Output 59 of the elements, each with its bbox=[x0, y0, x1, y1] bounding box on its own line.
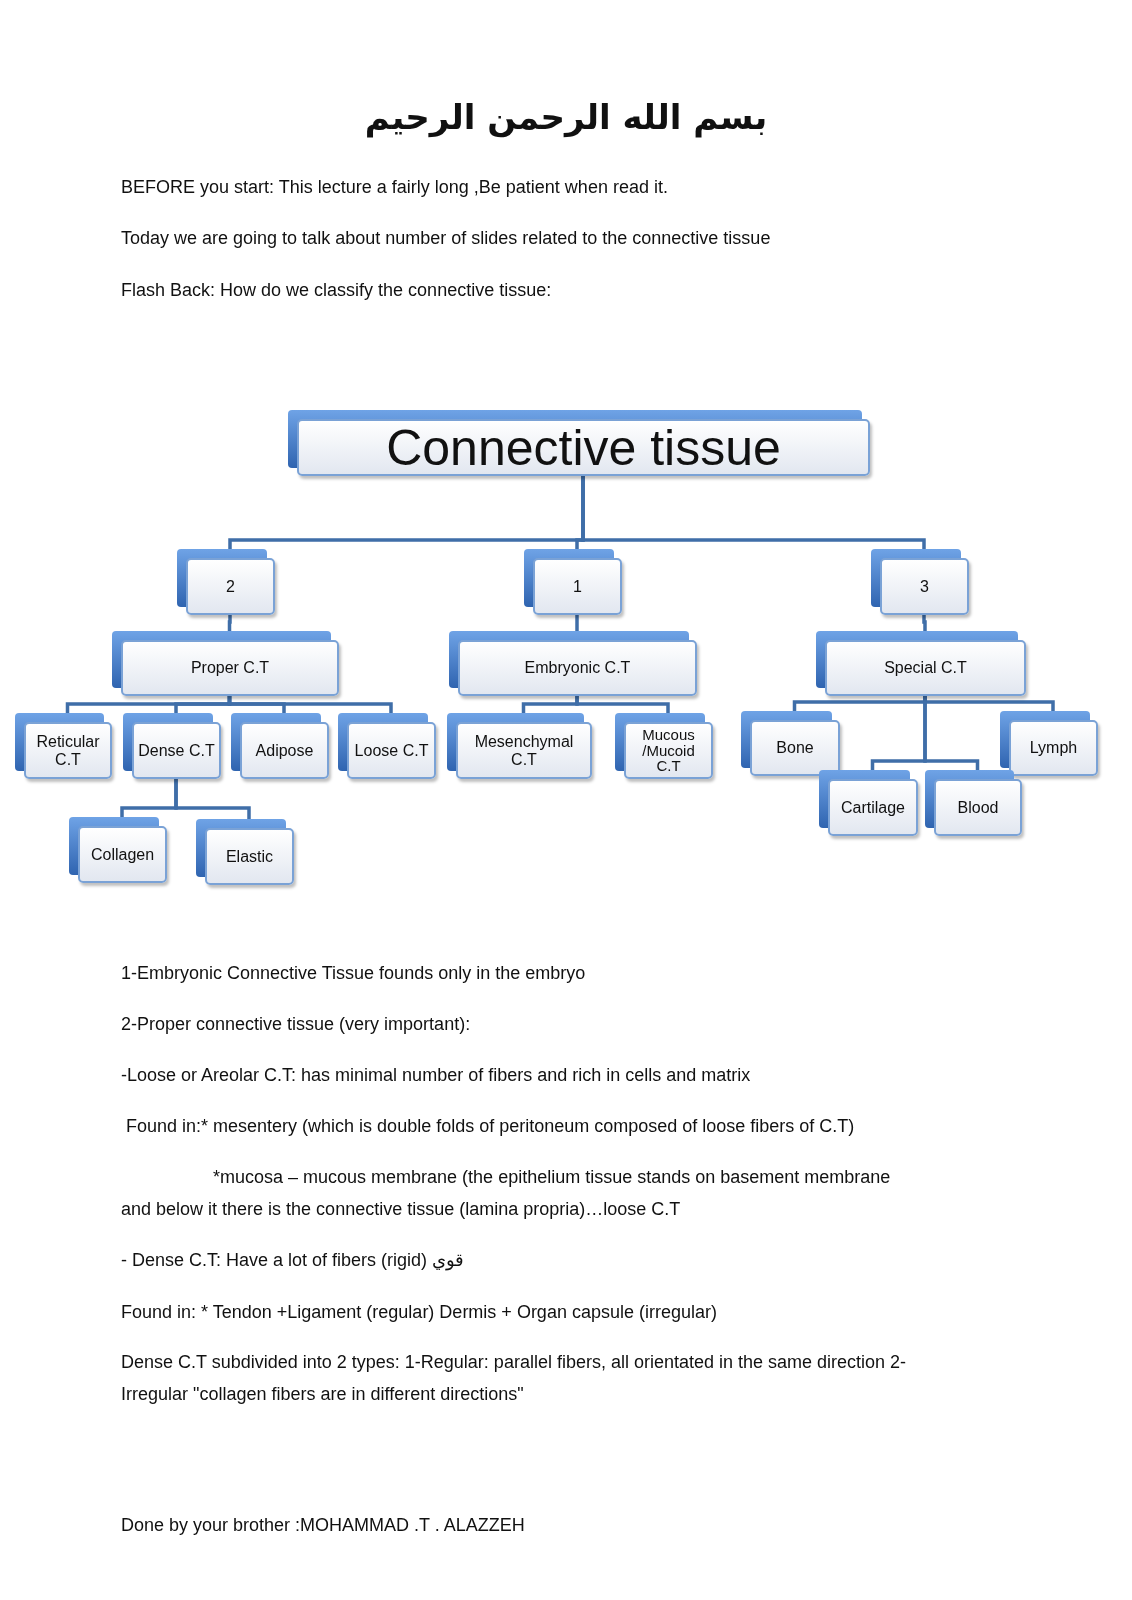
connector-line bbox=[227, 696, 393, 713]
node-label: Mucous /Mucoid C.T bbox=[641, 726, 696, 775]
node-box bbox=[288, 410, 870, 476]
connector-line bbox=[575, 696, 670, 713]
node-box bbox=[338, 713, 436, 779]
body-text: Today we are going to talk about number of slides related to the connective tissue bbox=[121, 227, 772, 250]
node-label: 1 bbox=[573, 577, 582, 596]
node-box bbox=[112, 631, 339, 696]
connector-line bbox=[581, 476, 926, 549]
node-label: Adipose bbox=[255, 741, 314, 760]
node-box bbox=[123, 713, 221, 779]
node-label: Cartilage bbox=[841, 798, 905, 817]
connector-line bbox=[227, 615, 232, 631]
node-label: Reticular C.T bbox=[35, 732, 101, 769]
body-text: -Loose or Areolar C.T: has minimal number of fibers and rich in cells and matrix bbox=[121, 1064, 752, 1087]
node-label: 2 bbox=[226, 577, 235, 596]
body-text: - Dense C.T: Have a lot of fibers (rigid) قوي bbox=[121, 1249, 466, 1273]
body-text: BEFORE you start: This lecture a fairly long ,Be patient when read it. bbox=[121, 176, 669, 199]
connector-line bbox=[174, 779, 251, 819]
node-box bbox=[69, 817, 167, 883]
node-box bbox=[925, 770, 1022, 836]
node-box bbox=[1000, 711, 1098, 776]
node-label: Mesenchymal C.T bbox=[473, 732, 575, 769]
node-box bbox=[871, 549, 969, 615]
body-text: Flash Back: How do we classify the connective tissue: bbox=[121, 279, 553, 302]
node-label: Dense C.T bbox=[138, 741, 215, 760]
node-box bbox=[231, 713, 329, 779]
body-text: 2-Proper connective tissue (very important): bbox=[121, 1013, 472, 1036]
node-label: Special C.T bbox=[884, 659, 967, 677]
node-label: 3 bbox=[920, 577, 929, 596]
body-text: *mucosa – mucous membrane (the epithelium tissue stands on basement membrane and below it there is the connective tissue (lamina propria)…loose C.T bbox=[121, 1166, 892, 1221]
node-box bbox=[196, 819, 294, 885]
node-box bbox=[177, 549, 275, 615]
node-label: Connective tissue bbox=[386, 422, 781, 473]
node-label: Blood bbox=[957, 798, 999, 817]
node-box bbox=[449, 631, 697, 696]
node-label: Bone bbox=[776, 739, 814, 757]
node-box bbox=[816, 631, 1026, 696]
body-text: Found in: * Tendon +Ligament (regular) Dermis + Organ capsule (irregular) bbox=[121, 1301, 718, 1324]
node-box bbox=[15, 713, 112, 779]
connector-line bbox=[575, 615, 579, 631]
connector-line bbox=[922, 615, 927, 631]
node-box bbox=[524, 549, 622, 615]
node-label: Embryonic C.T bbox=[524, 659, 631, 677]
body-text: Found in:* mesentery (which is double folds of peritoneum composed of loose fibers of C.T) bbox=[126, 1115, 856, 1138]
node-label: Proper C.T bbox=[190, 659, 270, 677]
body-text: Dense C.T subdivided into 2 types: 1-Regular: parallel fibers, all orientated in the same direction 2-Irregular "collagen fibers are in different directions" bbox=[121, 1351, 908, 1406]
node-label: Lymph bbox=[1029, 739, 1078, 757]
body-text: 1-Embryonic Connective Tissue founds only in the embryo bbox=[121, 962, 587, 985]
node-box bbox=[819, 770, 918, 836]
node-box bbox=[741, 711, 840, 776]
node-box bbox=[615, 713, 713, 779]
connector-line bbox=[923, 696, 980, 770]
node-label: Elastic bbox=[225, 847, 274, 866]
body-text: Done by your brother :MOHAMMAD .T . ALAZZEH bbox=[121, 1514, 526, 1537]
node-box bbox=[447, 713, 592, 779]
title: بسم الله الرحمن الرحيم bbox=[363, 96, 769, 140]
node-label: Collagen bbox=[90, 845, 155, 864]
node-label: Loose C.T bbox=[354, 741, 429, 760]
